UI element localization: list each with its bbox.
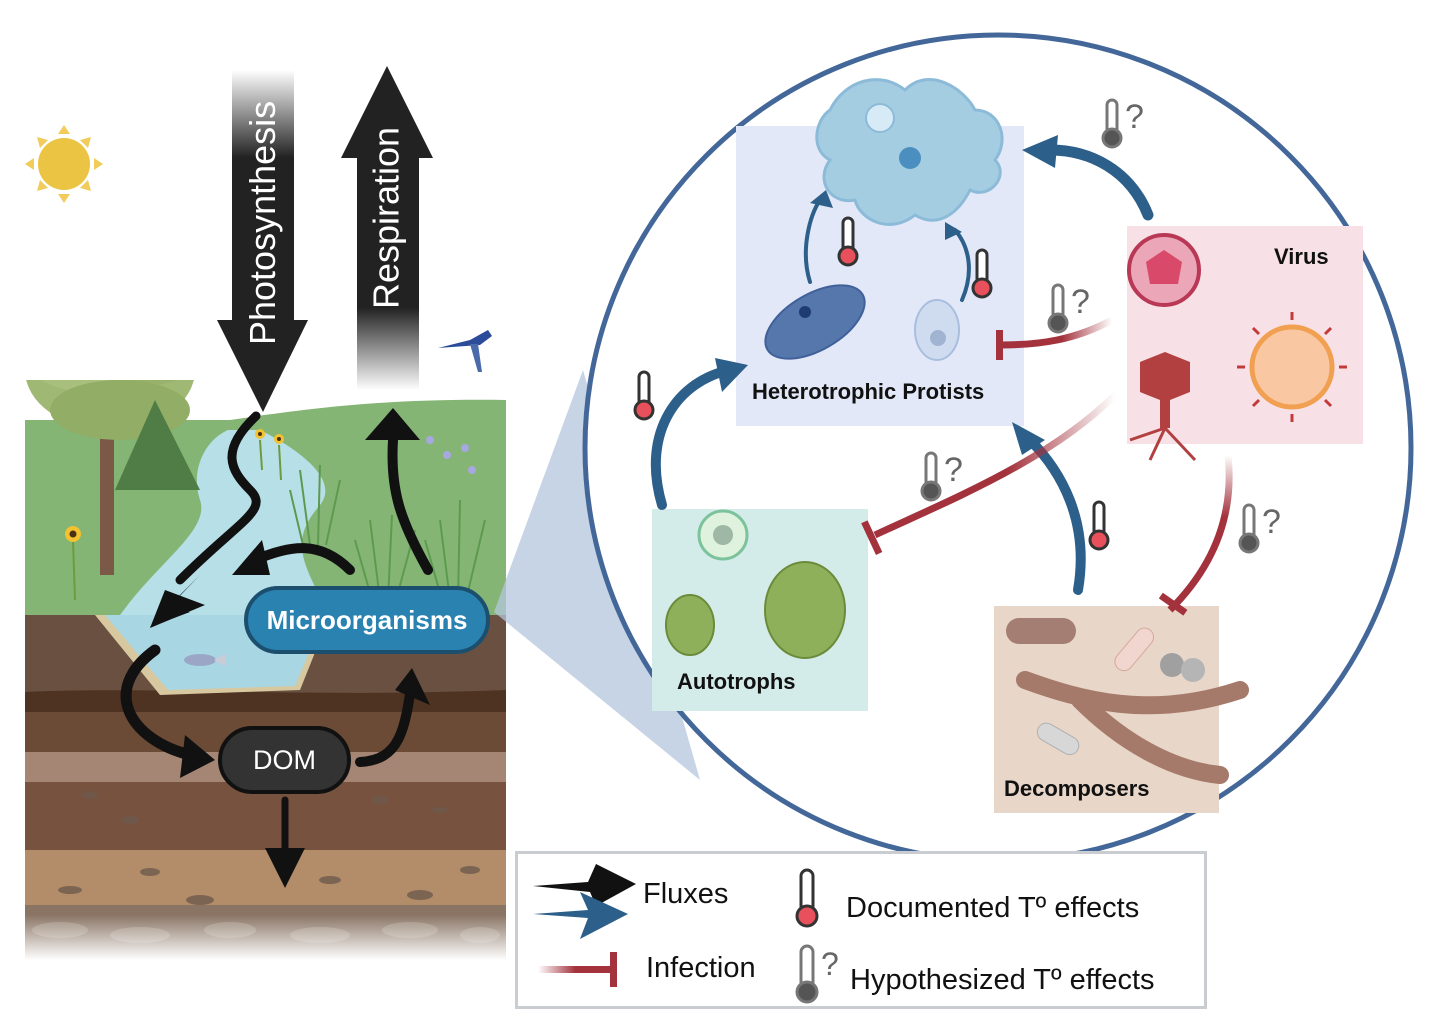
infection-virus-to-decomposers <box>1167 454 1233 613</box>
flux-arrow-micro-to-respiration <box>387 435 433 575</box>
bird-icon <box>438 330 492 372</box>
sun-icon <box>25 125 103 203</box>
sunflower-icon <box>65 429 284 601</box>
flux-arrow-river-to-pond <box>175 411 261 585</box>
amoeba-icon <box>815 78 1004 226</box>
dom-node: DOM <box>218 726 351 794</box>
thermometer-hypothesized-icon <box>1047 283 1069 334</box>
ciliate-icon <box>764 284 866 360</box>
bacteriophage-icon <box>1129 352 1197 462</box>
legend-fluxes-label: Fluxes <box>643 878 729 910</box>
decomposers-label: Decomposers <box>1004 776 1150 801</box>
flux-arrows-landscape <box>120 411 433 854</box>
thermometer-hypothesized-icon <box>1101 98 1123 149</box>
thermometer-documented-icon <box>971 248 993 299</box>
fish-icon <box>184 653 226 667</box>
thermometer-documented-icon <box>795 868 819 928</box>
thermometer-hypothesized-icon <box>795 944 819 1004</box>
flux-arrow-pond-to-dom <box>120 644 196 761</box>
infection-virus-to-protists <box>999 316 1114 349</box>
flux-arrow-flagellate-to-amoeba <box>953 228 971 302</box>
microorganisms-node: Microorganisms <box>244 586 490 654</box>
autotrophs-label: Autotrophs <box>677 669 796 694</box>
virus-label: Virus <box>1274 244 1329 269</box>
legend-symbols <box>533 864 819 1004</box>
zoom-funnel <box>494 370 700 780</box>
question-mark: ? <box>944 451 963 489</box>
question-mark: ? <box>1071 283 1090 321</box>
decomposer-icons <box>1006 618 1249 784</box>
infection-lines <box>873 316 1233 613</box>
thermometer-hypothesized-icon <box>920 451 942 502</box>
flux-arrow-virus-to-amoeba <box>1044 144 1154 221</box>
infection-virus-to-autotrophs <box>873 392 1118 539</box>
flux-blue-arrow-icon <box>533 892 628 939</box>
legend-documented-label: Documented Tº effects <box>846 892 1140 924</box>
thermometer-documented-icon <box>633 370 655 421</box>
virus-icon-round <box>1127 233 1201 307</box>
coronavirus-icon <box>1237 312 1347 422</box>
legend: Fluxes Infection Documented Tº effects ?… <box>515 851 1207 1009</box>
photosynthesis-label: Photosynthesis <box>242 100 283 345</box>
flux-arrow-ciliate-to-amoeba <box>803 198 822 284</box>
legend-question-mark: ? <box>821 946 839 982</box>
legend-infection-label: Infection <box>646 952 756 984</box>
grass-icon <box>289 464 486 601</box>
soil-gravel-layer <box>25 850 506 910</box>
wildflower-icon <box>426 436 476 474</box>
flux-arrow-autotrophs-to-protists <box>650 365 735 510</box>
flux-arrow-micro-to-river <box>250 543 355 575</box>
respiration-arrow <box>341 66 433 390</box>
flux-black-arrow-icon <box>533 864 636 906</box>
legend-hypothesized-label: Hypothesized Tº effects <box>850 964 1155 996</box>
river <box>120 430 330 615</box>
dom-label: DOM <box>253 744 316 775</box>
respiration-label: Respiration <box>365 126 407 310</box>
thermometer-hypothesized-icon <box>1238 503 1260 554</box>
question-mark: ? <box>1262 503 1281 541</box>
microorganisms-label: Microorganisms <box>266 604 468 635</box>
thermometer-documented-icon <box>1088 500 1110 551</box>
autotroph-cell-icons <box>665 509 846 659</box>
photosynthesis-arrow <box>217 70 308 412</box>
heterotrophic-protists-label: Heterotrophic Protists <box>752 379 985 404</box>
thermometer-documented-icon <box>837 216 859 267</box>
question-mark: ? <box>1125 98 1144 136</box>
conifer-tree-icon <box>115 400 200 490</box>
flagellate-icon <box>914 299 960 361</box>
infection-line-icon <box>538 952 617 987</box>
